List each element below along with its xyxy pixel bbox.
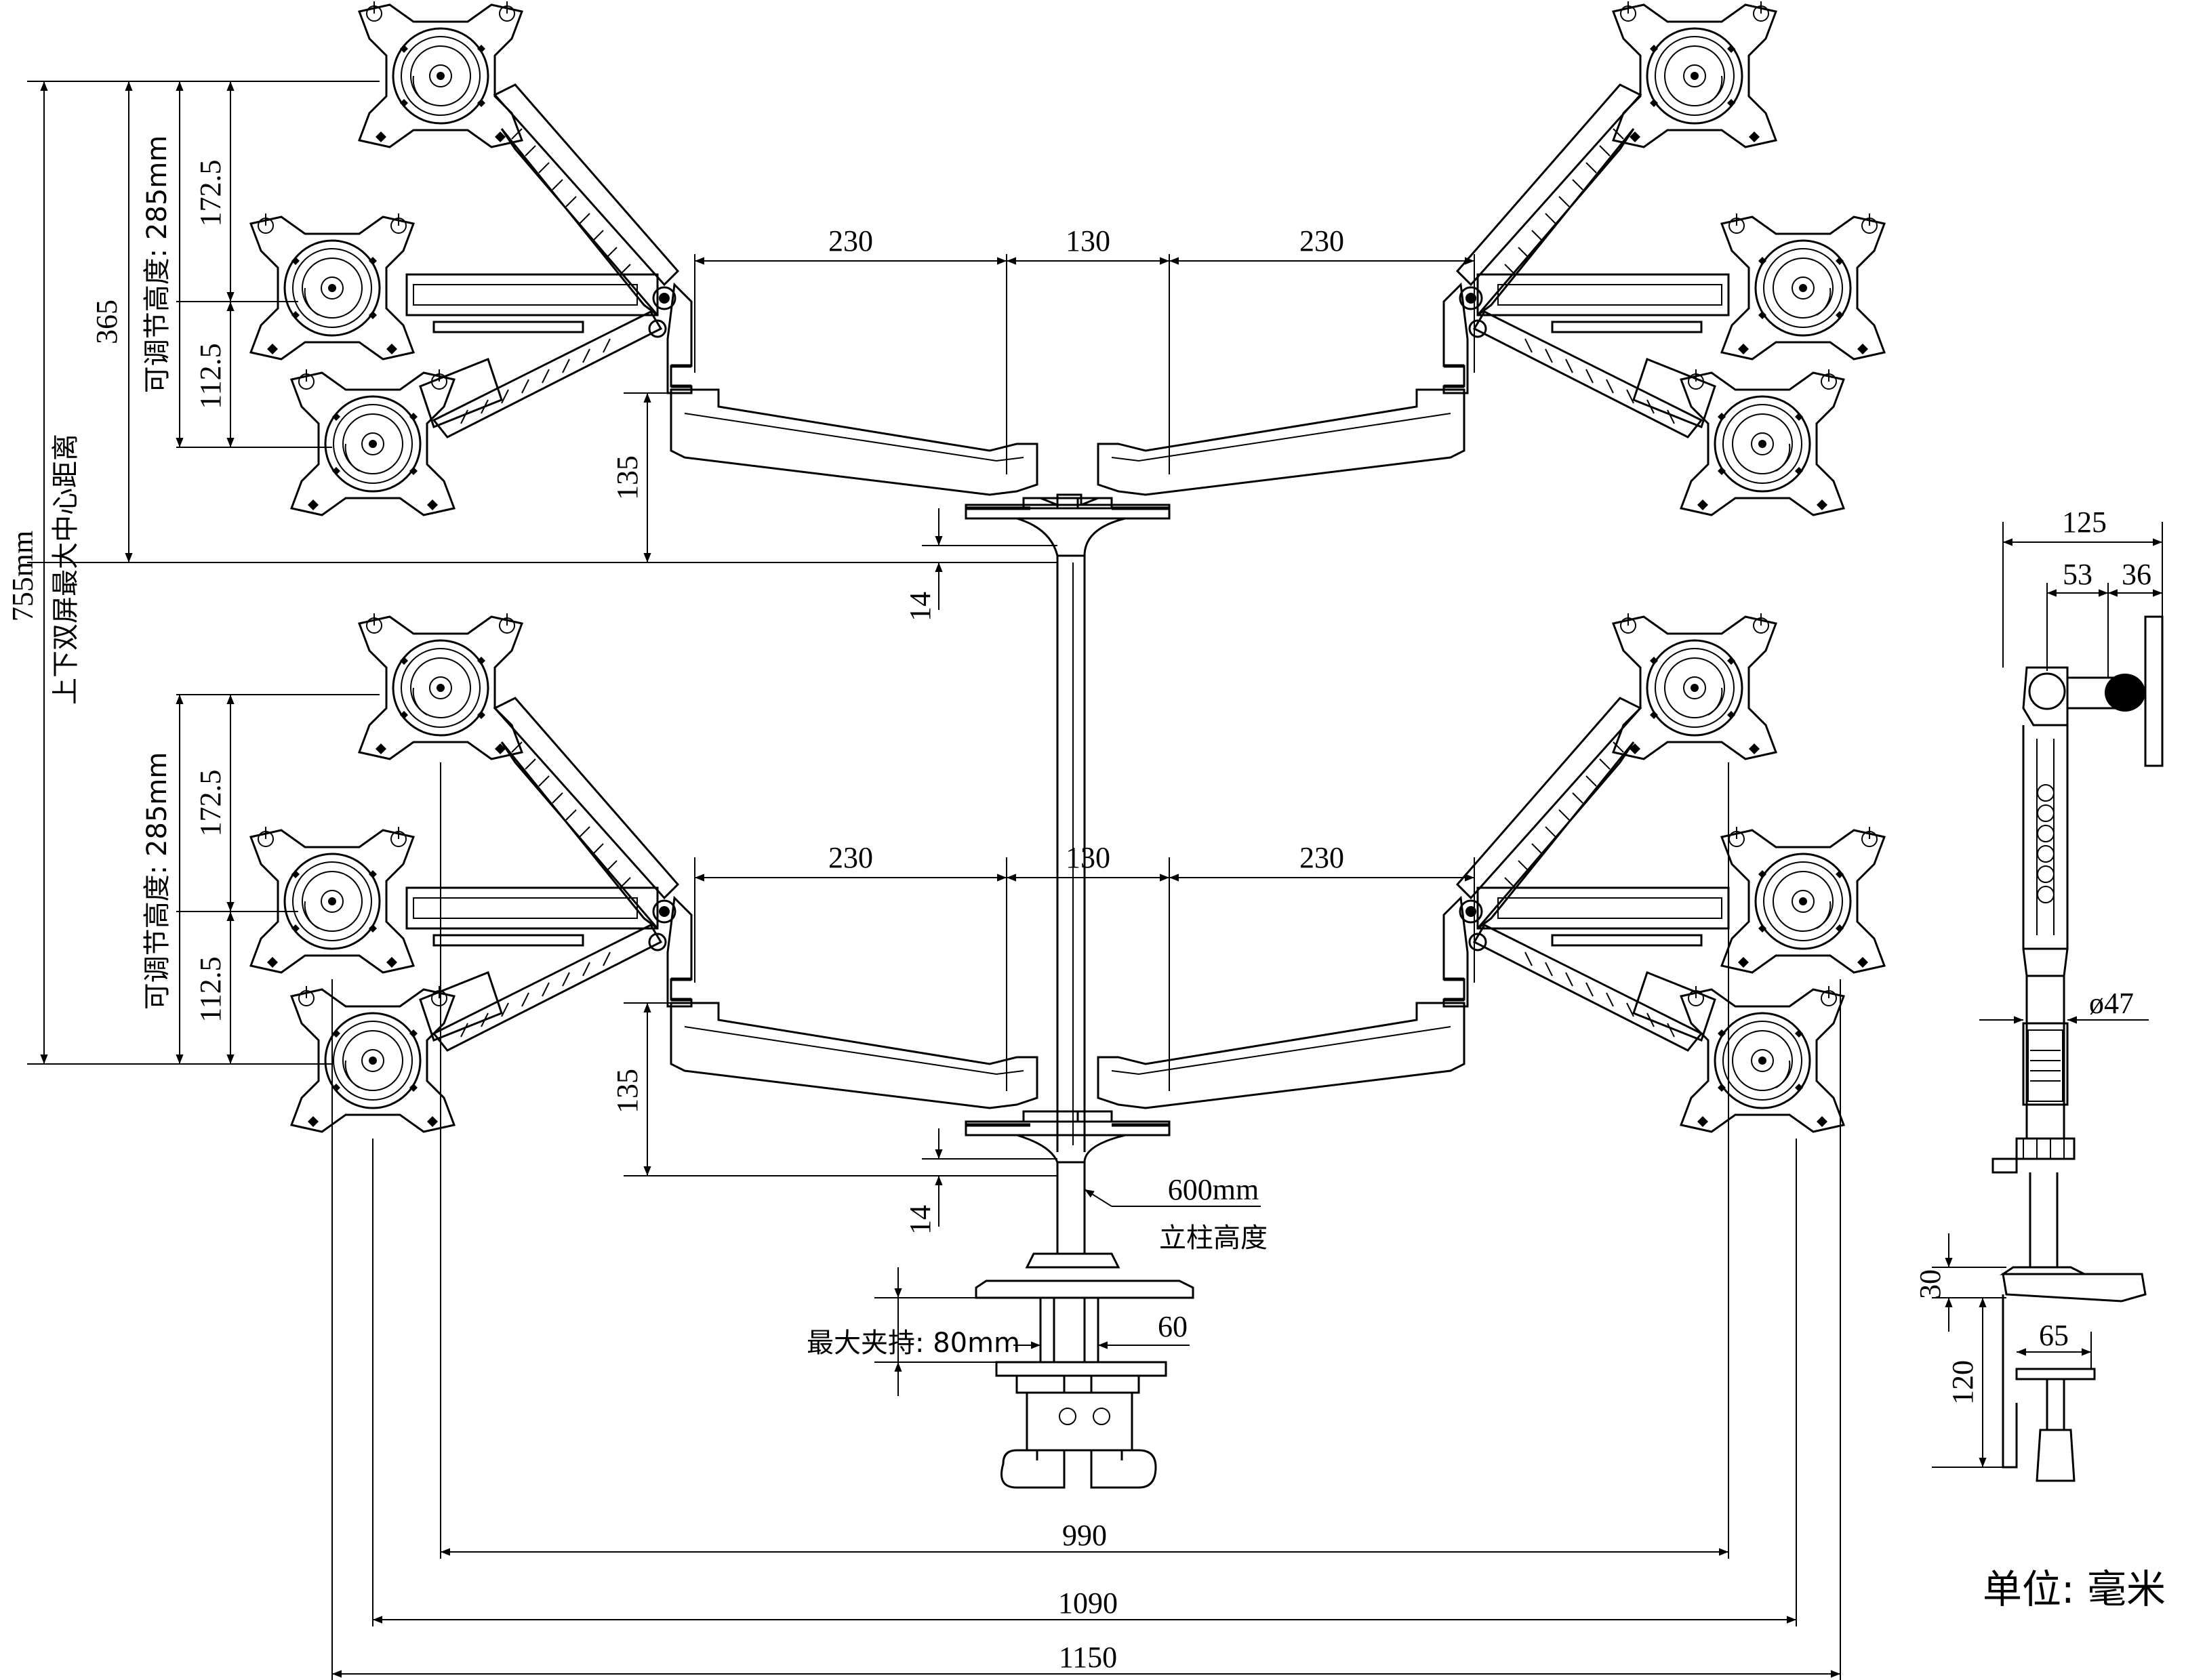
side-dim-125: 125 [2062, 506, 2107, 539]
dim-172-upper: 172.5 [194, 160, 227, 227]
dim-112-lower: 112.5 [194, 956, 227, 1022]
lower-left-arm [249, 612, 1079, 1133]
dim-14-upper: 14 [904, 592, 937, 621]
dim-755-label: 上下双屏最大中心距离 [50, 434, 81, 705]
side-dim-53: 53 [2063, 558, 2092, 591]
lower-hub [965, 1120, 1171, 1164]
dim-230-upper-left: 230 [828, 224, 873, 258]
dim-112-upper: 112.5 [194, 343, 227, 409]
dim-1150: 1150 [1059, 1641, 1117, 1674]
clamp-base [975, 1162, 1194, 1489]
upper-left-arm [249, 0, 1079, 516]
dim-755: 755mm [6, 531, 39, 621]
dimension-lines [27, 81, 2163, 1680]
adjustable-height-upper: 可调节高度: 285mm [142, 136, 173, 393]
pole-height-label: 立柱高度 [1159, 1223, 1268, 1254]
dim-365: 365 [90, 300, 123, 344]
dim-130-upper: 130 [1066, 224, 1110, 258]
dim-172-lower: 172.5 [194, 770, 227, 837]
dim-230-lower-right: 230 [1299, 841, 1344, 874]
adjustable-height-lower: 可调节高度: 285mm [142, 752, 173, 1010]
side-dim-36: 36 [2122, 558, 2151, 591]
clamp-label: 最大夹持: 80mm [807, 1328, 1020, 1359]
dim-14-lower: 14 [904, 1205, 937, 1235]
dim-230-upper-right: 230 [1299, 224, 1344, 258]
side-dim-30: 30 [1914, 1269, 1947, 1299]
dim-130-lower: 130 [1066, 841, 1110, 874]
dim-60: 60 [1158, 1310, 1188, 1343]
side-view [1991, 615, 2164, 1482]
dim-135-upper: 135 [611, 455, 644, 500]
dim-1090: 1090 [1058, 1586, 1118, 1620]
side-dim-120: 120 [1946, 1360, 1979, 1405]
dim-230-lower-left: 230 [828, 841, 873, 874]
upper-hub [965, 493, 1171, 557]
dim-990: 990 [1062, 1519, 1107, 1552]
lower-right-arm [1056, 612, 1886, 1133]
side-diameter: ø47 [2089, 987, 2134, 1020]
dim-135-lower: 135 [611, 1069, 644, 1113]
upper-right-arm [1056, 0, 1886, 516]
unit-label: 单位: 毫米 [1983, 1566, 2166, 1612]
pole [1056, 556, 1086, 1152]
pole-height-value: 600mm [1168, 1173, 1259, 1206]
labels: 230 130 230 230 130 230 135 135 14 14 17… [6, 136, 2166, 1674]
side-dim-65: 65 [2039, 1319, 2069, 1352]
